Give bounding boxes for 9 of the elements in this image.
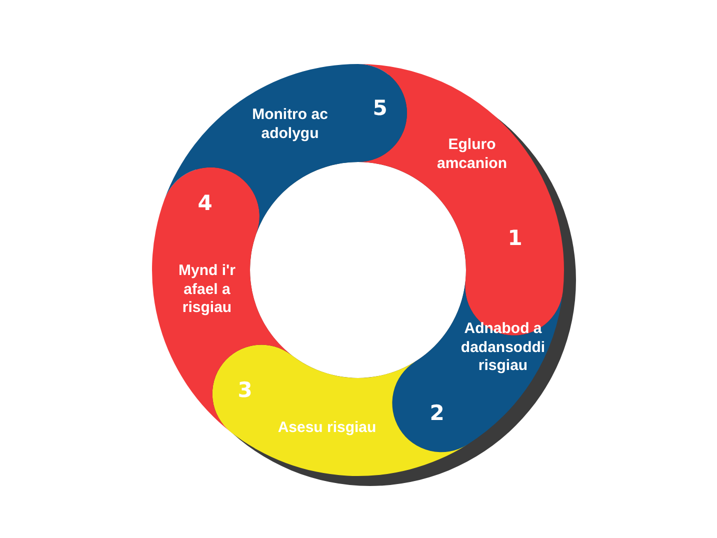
step-number: 4	[198, 192, 212, 214]
step-number: 1	[508, 228, 522, 248]
step-label: Mynd i'r afael a risgiau	[178, 262, 236, 318]
step-label: Asesu risgiau	[278, 418, 376, 438]
step-number: 2	[430, 402, 444, 424]
step-number: 5	[372, 98, 388, 118]
step-number: 3	[238, 380, 252, 400]
step-label: Egluro amcanion	[436, 136, 508, 174]
step-label: Monitro ac adolygu	[251, 106, 329, 144]
